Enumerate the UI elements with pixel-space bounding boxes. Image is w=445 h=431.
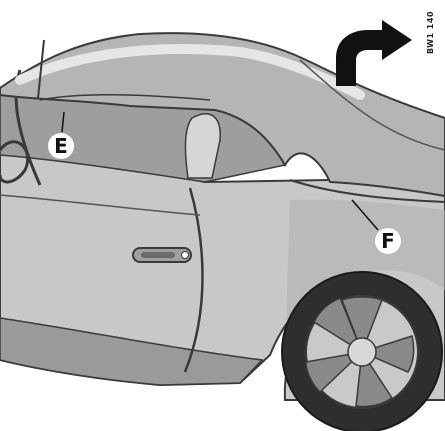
door-handle-icon: [133, 248, 191, 262]
figure-code: BW1 140: [418, 4, 444, 60]
rear-wheel: [282, 272, 442, 431]
figure-code-text: BW1 140: [427, 10, 436, 53]
callout-label-e: E: [48, 133, 74, 159]
arrow-up-right-icon: [336, 20, 412, 86]
callout-label-f: F: [375, 228, 401, 254]
